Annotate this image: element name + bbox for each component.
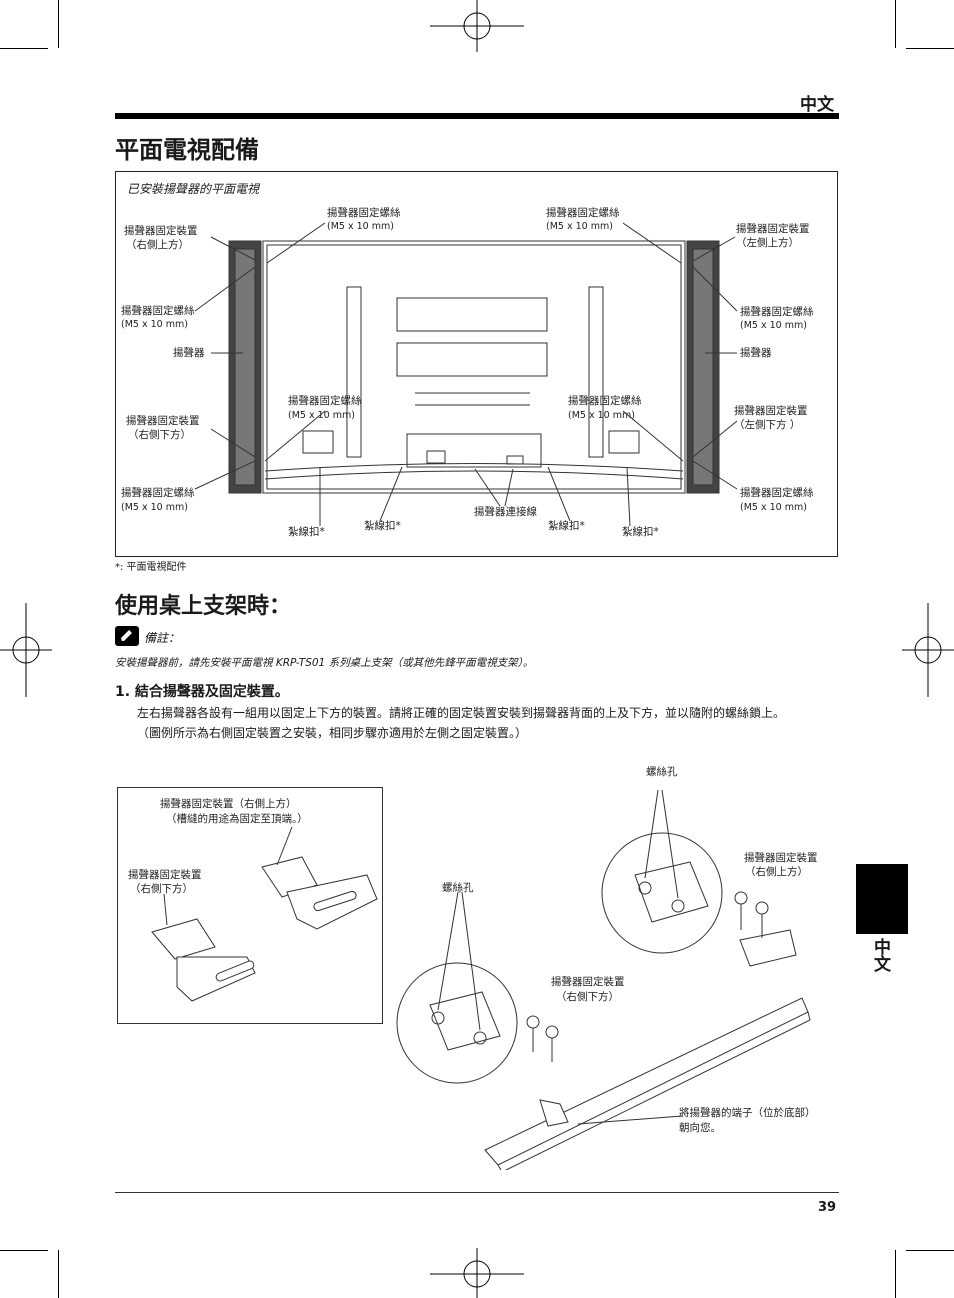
label-bracket-lower: 揚聲器固定裝置	[551, 976, 625, 988]
label-bracket-lower-right-sub: （右側下方）	[128, 429, 191, 441]
label-screw-hole-top: 螺絲孔	[646, 766, 678, 778]
language-tag: 中文	[800, 95, 834, 115]
inset-lower-sub: （右側下方）	[130, 883, 193, 895]
crop-mark	[895, 0, 896, 48]
tv-rear-diagram	[194, 222, 738, 527]
label-terminal-2: 朝向您。	[679, 1122, 721, 1134]
section-title: 平面電視配備	[115, 136, 259, 164]
crop-mark	[0, 48, 48, 49]
label-bracket-upper-left: 揚聲器固定裝置	[736, 223, 810, 235]
label-mid-screw-right: 揚聲器固定螺絲	[568, 395, 642, 407]
label-screw-right-2: 揚聲器固定螺絲	[740, 306, 814, 318]
label-mid-screw-left: 揚聲器固定螺絲	[288, 395, 362, 407]
label-bracket-upper-right-sub: （右側上方）	[126, 239, 189, 251]
crop-mark	[895, 1250, 896, 1298]
label-top-screw-right-size: (M5 x 10 mm)	[546, 221, 613, 232]
label-bracket-upper-right: 揚聲器固定裝置	[124, 225, 198, 237]
label-bracket-upper-left-sub: （左側上方）	[736, 237, 799, 249]
label-screw-right-2-size: (M5 x 10 mm)	[740, 320, 807, 331]
crop-mark	[906, 1250, 954, 1251]
inset-lower-label: 揚聲器固定裝置	[128, 869, 202, 881]
note-label: 備註：	[144, 631, 181, 645]
label-bottom-screw-left: 揚聲器固定螺絲	[121, 487, 195, 499]
label-top-screw-right: 揚聲器固定螺絲	[546, 207, 620, 219]
footer-rule	[115, 1192, 839, 1193]
inset-upper-sub: （槽縫的用途為固定至頂端。）	[166, 813, 308, 825]
label-bracket-upper: 揚聲器固定裝置	[744, 852, 818, 864]
label-speaker-left: 揚聲器	[173, 347, 205, 359]
note-text: 安裝揚聲器前，請先安裝平面電視 KRP-TS01 系列桌上支架（或其他先鋒平面電…	[115, 657, 534, 669]
figure-title: 已安裝揚聲器的平面電視	[127, 182, 260, 196]
label-mid-screw-left-size: (M5 x 10 mm)	[288, 410, 355, 421]
label-top-screw-left-size: (M5 x 10 mm)	[327, 221, 394, 232]
step-body-line-1: 左右揚聲器各設有一組用以固定上下方的裝置。請將正確的固定裝置安裝到揚聲器背面的上…	[137, 706, 786, 720]
header-rule	[115, 113, 839, 119]
language-side-tab	[856, 864, 908, 934]
label-top-screw-left: 揚聲器固定螺絲	[327, 207, 401, 219]
label-bracket-lower-left: 揚聲器固定裝置	[734, 405, 808, 417]
step-body: 左右揚聲器各設有一組用以固定上下方的裝置。請將正確的固定裝置安裝到揚聲器背面的上…	[137, 703, 837, 743]
footnote: *: 平面電視配件	[115, 562, 187, 573]
label-bottom-screw-right-size: (M5 x 10 mm)	[740, 502, 807, 513]
inset-upper-label: 揚聲器固定裝置（右側上方）	[160, 798, 297, 810]
label-bracket-lower-left-sub: （左側下方 ）	[734, 419, 801, 431]
label-cable-clamp-1: 紮線扣*	[288, 526, 325, 538]
step-title: 1. 結合揚聲器及固定裝置。	[115, 684, 289, 700]
label-screw-hole-left: 螺絲孔	[442, 882, 474, 894]
step-body-line-2: （圖例所示為右側固定裝置之安裝，相同步驟亦適用於左側之固定裝置。）	[137, 726, 528, 740]
label-terminal: 將揚聲器的端子（位於底部）	[679, 1107, 816, 1119]
assembly-illustration	[396, 789, 811, 1170]
tv-figure-frame	[115, 171, 838, 557]
label-bracket-upper-sub: （右側上方）	[745, 866, 808, 878]
inset-bracket-figure	[117, 787, 383, 1024]
crop-mark	[58, 1250, 59, 1298]
label-mid-screw-right-size: (M5 x 10 mm)	[568, 410, 635, 421]
bracket-illustration	[151, 826, 378, 1002]
side-tab-text: 中文	[870, 938, 890, 972]
label-screw-left-2: 揚聲器固定螺絲	[121, 305, 195, 317]
label-speaker-cable: 揚聲器連接線	[474, 506, 537, 518]
label-cable-clamp-2: 紮線扣*	[364, 520, 401, 532]
crop-mark	[0, 1250, 48, 1251]
crop-mark	[58, 0, 59, 48]
label-cable-clamp-4: 紮線扣*	[622, 526, 659, 538]
section2-title: 使用桌上支架時：	[115, 594, 292, 619]
pencil-icon	[115, 626, 139, 646]
label-speaker-right: 揚聲器	[740, 347, 772, 359]
label-bracket-lower-right: 揚聲器固定裝置	[126, 415, 200, 427]
label-screw-left-2-size: (M5 x 10 mm)	[121, 319, 188, 330]
label-bottom-screw-right: 揚聲器固定螺絲	[740, 487, 814, 499]
crop-mark	[906, 48, 954, 49]
label-bracket-lower-sub: （右側下方）	[556, 991, 619, 1003]
page-number: 39	[818, 1200, 837, 1215]
label-cable-clamp-3: 紮線扣*	[548, 520, 585, 532]
label-bottom-screw-left-size: (M5 x 10 mm)	[121, 502, 188, 513]
